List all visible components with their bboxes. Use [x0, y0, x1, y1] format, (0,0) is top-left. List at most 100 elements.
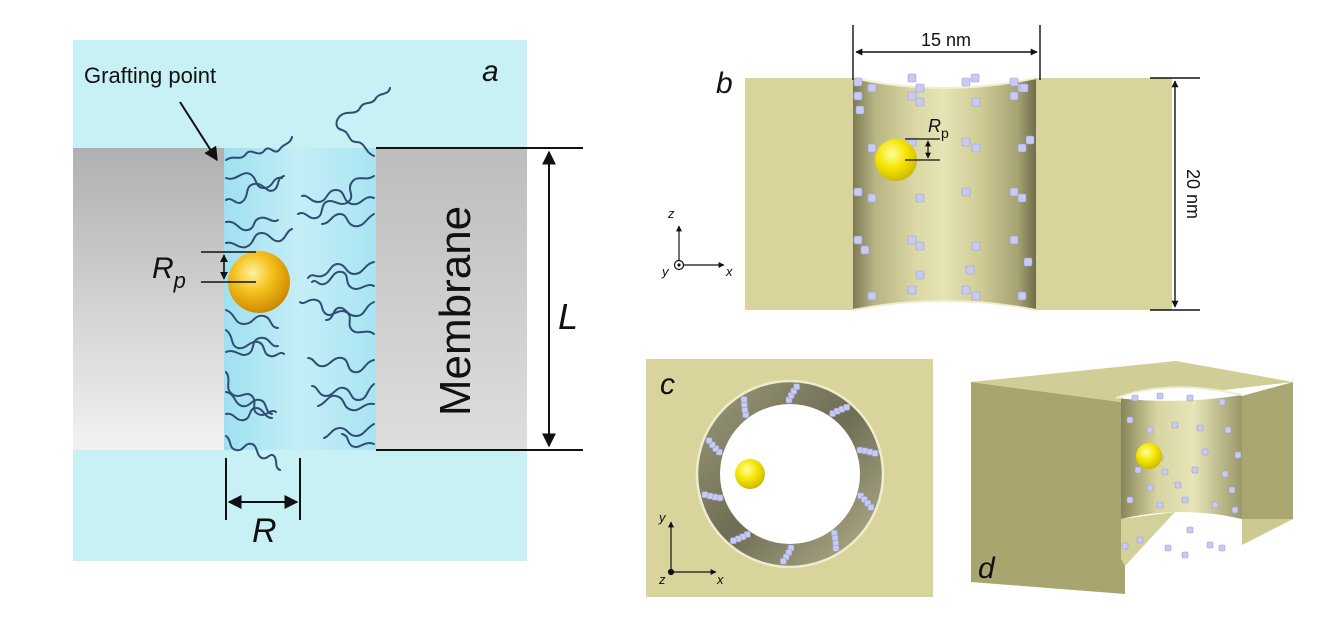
graft-bead: [867, 143, 877, 153]
graft-bead: [1218, 544, 1226, 552]
polymer-chain: [341, 433, 375, 448]
graft-bead: [961, 285, 971, 295]
graft-beads-c: [701, 383, 879, 565]
graft-bead: [832, 545, 840, 552]
graft-bead: [907, 91, 917, 101]
polymer-chain: [321, 213, 375, 228]
polymer-chain: [225, 172, 283, 189]
graft-bead: [1164, 544, 1172, 552]
graft-bead: [1196, 424, 1204, 432]
graft-bead: [915, 83, 925, 93]
block-front-face-d: [971, 382, 1125, 594]
polymer-chain: [307, 356, 375, 374]
panel-b-label: b: [716, 67, 733, 100]
membrane-wall-left: [73, 148, 224, 450]
graft-bead: [1186, 526, 1194, 534]
graft-bead: [867, 83, 877, 93]
graft-bead: [853, 91, 863, 101]
graft-bead: [915, 193, 925, 203]
polymer-chain: [317, 394, 375, 412]
pore-opening-c: [720, 404, 860, 544]
graft-bead: [1009, 77, 1019, 87]
panel-a: Rp Grafting point a Membrane L R: [73, 40, 583, 561]
block-side-face-right-d: [1242, 519, 1293, 545]
graft-bead: [907, 137, 917, 147]
graft-bead: [1146, 484, 1154, 492]
graft-bead: [915, 97, 925, 107]
graft-bead: [961, 187, 971, 197]
polymer-chain: [297, 175, 375, 220]
graft-bead: [1134, 466, 1142, 474]
polymer-chain: [225, 228, 293, 249]
graft-bead: [1136, 536, 1144, 544]
graft-bead: [1017, 193, 1027, 203]
polymer-chain: [323, 423, 375, 439]
graft-bead: [1161, 468, 1169, 476]
polymer-chain: [225, 136, 293, 161]
panel-b: Rp 15 nm 20 nm b z x y: [661, 25, 1203, 311]
graft-bead: [867, 503, 875, 511]
graft-bead: [780, 557, 787, 565]
axes-c: [667, 521, 717, 576]
panel-c: c y x z: [646, 359, 933, 597]
graft-bead: [855, 105, 865, 115]
graft-bead: [867, 193, 877, 203]
width-dimension-b: [852, 25, 1041, 80]
graft-bead: [1218, 398, 1226, 406]
graft-bead: [1009, 91, 1019, 101]
polymer-chain: [225, 175, 285, 204]
rp-subscript-a: p: [173, 268, 186, 293]
axis-y-label-b: y: [661, 264, 670, 279]
radius-label: R: [252, 512, 277, 550]
rp-dimension-b: [905, 138, 940, 161]
graft-bead: [971, 143, 981, 153]
pore-ring-highlight-c: [695, 379, 885, 569]
pore-rim-bottom-b: [852, 300, 1037, 311]
graft-bead: [961, 137, 971, 147]
rp-subscript-b: p: [941, 125, 949, 141]
graft-bead: [1224, 426, 1232, 434]
nanoparticle-b: [875, 139, 917, 181]
graft-bead: [1126, 496, 1134, 504]
graft-bead: [907, 235, 917, 245]
graft-beads-d: [1121, 392, 1242, 559]
polymer-chain: [311, 270, 375, 290]
axis-y-label-c: y: [658, 510, 667, 525]
membrane-wall-right: [376, 148, 527, 450]
graft-bead: [907, 285, 917, 295]
graft-bead: [1186, 394, 1194, 402]
graft-bead: [1009, 235, 1019, 245]
graft-bead: [853, 235, 863, 245]
axis-z-label-b: z: [667, 206, 675, 221]
graft-bead: [915, 270, 925, 280]
graft-bead: [860, 245, 870, 255]
height-dimension-b: [1150, 77, 1200, 311]
block-top-face-d: [971, 361, 1293, 402]
polymer-chain: [225, 407, 273, 422]
axis-z-label-c: z: [658, 572, 666, 587]
graft-bead: [1171, 421, 1179, 429]
graft-bead: [1191, 466, 1199, 474]
graft-bead: [740, 396, 748, 403]
panel-d-label: d: [978, 552, 996, 585]
graft-bead: [730, 537, 737, 544]
membrane-label: Membrane: [431, 206, 480, 416]
polymer-chain: [311, 383, 375, 401]
graft-bead: [1174, 481, 1182, 489]
graft-bead: [1025, 135, 1035, 145]
panel-a-label: a: [482, 55, 499, 88]
graft-bead: [1156, 392, 1164, 400]
graft-bead: [853, 77, 863, 87]
graft-bead: [1017, 143, 1027, 153]
polymer-chain: [335, 87, 391, 157]
graft-bead: [793, 383, 800, 391]
graft-bead: [1023, 257, 1033, 267]
graft-bead: [1181, 551, 1189, 559]
pore-wall-b: [853, 78, 1036, 310]
block-side-face-d: [1242, 382, 1293, 519]
graft-bead: [853, 187, 863, 197]
graft-bead: [1017, 291, 1027, 301]
nanoparticle-d: [1136, 443, 1162, 469]
graft-bead: [1228, 486, 1236, 494]
